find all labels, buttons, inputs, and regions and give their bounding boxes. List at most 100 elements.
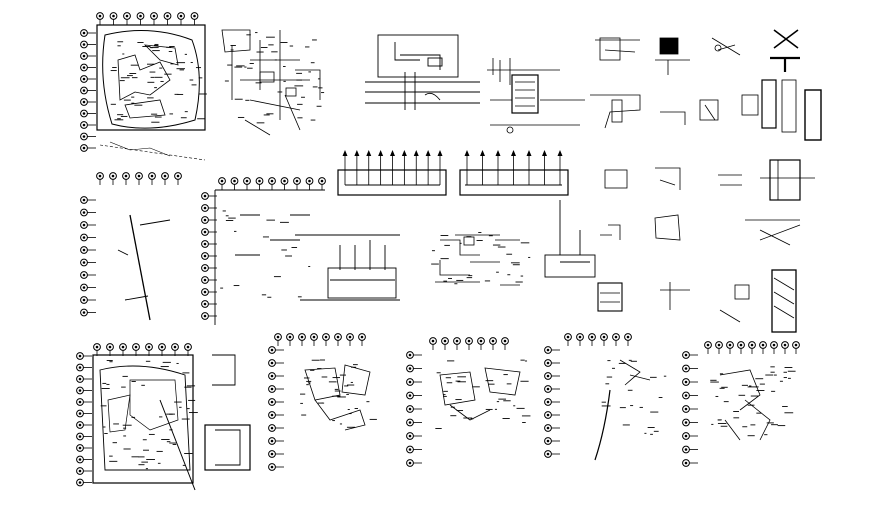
grid-bubble [268,463,284,471]
schematic-panel-box [544,200,596,278]
bus-riser [511,150,516,185]
schematic-panel-mid [214,189,400,325]
grid-bubble [544,359,560,367]
grid-bubble [80,86,96,95]
grid-bubbles-bottom-left-col [76,352,92,487]
grid-bubble [268,398,284,406]
grid-bubble [201,300,217,308]
grid-bubble [80,283,96,292]
grid-bubble [477,337,485,350]
bus-riser [413,150,419,185]
grid-bubble [76,467,92,475]
grid-bubble [76,478,92,487]
bus-riser [437,150,443,185]
grid-bubble [406,432,422,440]
grid-bubble [201,288,217,296]
grid-bubble [358,333,366,346]
bus-riser [526,150,532,185]
grid-bubble [268,437,284,445]
plan-panel-top-left [96,24,206,161]
grid-bubbles-bottom-cols [268,346,698,471]
grid-bubble [268,385,284,393]
grid-bubble [453,337,461,350]
grid-bubble [171,343,179,356]
grid-bubble [109,12,118,25]
bus-diagram-left [337,169,447,196]
plan-site-boundary [102,30,200,129]
grid-bubble [201,204,217,212]
grid-bubble [406,391,422,400]
grid-bubble [759,341,767,354]
grid-bubble [76,455,92,464]
grid-bubbles-top-left-row [96,12,199,25]
plan-panel-bottom-3 [439,367,521,421]
bus-riser [390,150,395,185]
grid-bubble [132,343,140,356]
grid-bubble [406,418,422,427]
grid-bubbles-top-left-col [80,29,96,152]
bus-riser [401,150,407,185]
grid-bubble [406,364,422,373]
grid-bubble [80,308,96,317]
grid-bubble [544,346,560,354]
grid-bubble [406,459,422,467]
grid-bubble [737,341,745,354]
grid-bubble [80,98,96,106]
grid-bubble [406,378,422,386]
grid-bubble [148,172,156,185]
grid-bubble [106,343,114,356]
grid-bubble [624,333,632,346]
plan-frame [96,24,206,131]
bus-riser [425,150,431,185]
grid-bubble [218,177,226,190]
grid-bubble [748,341,756,354]
grid-bubble [201,216,217,224]
grid-bubble [80,221,96,229]
grid-bubble [201,252,217,260]
grid-bubble [80,246,96,254]
grid-bubble [268,424,284,432]
grid-bubble [280,177,289,190]
bus-diagram-right [459,169,569,196]
bus-riser [557,150,563,185]
grid-bubbles-mid-left-row [96,172,182,185]
grid-bubble [255,177,264,190]
grid-bubble [268,359,284,367]
grid-bubble [158,343,166,356]
grid-bubble [501,337,509,350]
grid-bubble [406,351,422,359]
grid-bubble [80,233,96,242]
grid-bubble [184,343,192,356]
plan-building-cluster [117,54,171,101]
grid-bubble [334,333,342,346]
grid-bubble [682,445,698,454]
grid-bubble [682,351,698,359]
grid-bubble [268,411,284,419]
grid-bubble [406,445,422,454]
grid-bubble [123,12,131,25]
grid-bubble [80,40,96,49]
bus-riser [378,150,384,185]
grid-bubble [544,385,560,393]
grid-bubble [682,418,698,427]
grid-bubble [305,177,314,190]
bus-risers [342,150,563,185]
bus-riser [342,150,348,185]
grid-bubble [76,432,92,441]
grid-bubble [318,177,326,190]
grid-bubble [682,364,698,373]
grid-bubble [161,172,169,185]
grid-bubble [544,424,560,432]
bus-riser [542,150,547,185]
diagram-panel-3 [365,34,480,110]
grid-bubble [781,341,789,354]
bus-riser [366,150,372,185]
grid-bubble [122,172,130,185]
grid-bubble [268,346,284,354]
grid-bubble [80,296,96,304]
grid-bubble [489,337,497,350]
bus-riser [354,150,360,185]
grid-bubble [80,109,96,118]
grid-bubble [96,12,104,25]
grid-bubble [80,52,96,60]
